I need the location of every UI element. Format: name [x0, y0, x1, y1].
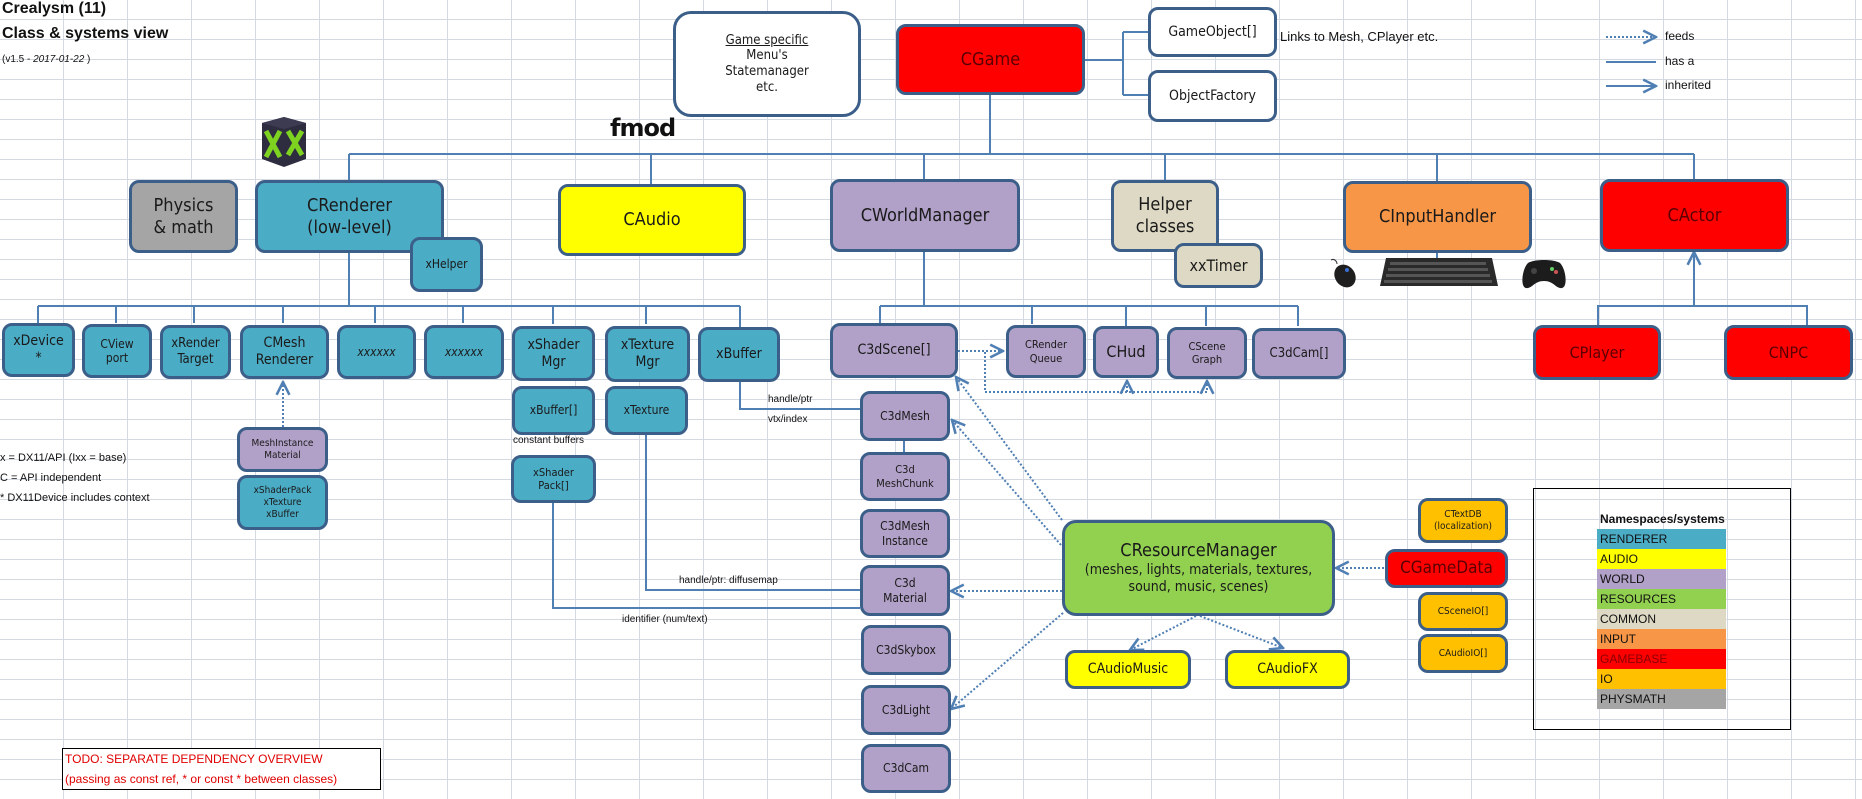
legend-item-physmath: PHYSMATH [1597, 689, 1726, 709]
edge-label-vtx-index: vtx/index [768, 414, 808, 425]
links-note: Links to Mesh, CPlayer etc. [1280, 29, 1439, 44]
objectfactory-node[interactable]: ObjectFactory [1148, 70, 1277, 122]
cresourcemanager-title: CResourceManager [1120, 540, 1277, 562]
key-feeds: feeds [1665, 29, 1695, 43]
directx-logo-icon [258, 115, 310, 169]
legend-item-gamebase: GAMEBASE [1597, 649, 1726, 669]
crenderqueue-node[interactable]: CRender Queue [1006, 325, 1086, 378]
todo-line-2: (passing as const ref, * or const * betw… [65, 772, 338, 786]
cresourcemanager-node[interactable]: CResourceManager (meshes, lights, materi… [1062, 520, 1335, 616]
edge-label-handle-diffuse: handle/ptr: diffusemap [679, 575, 778, 586]
c3dcam-array-node[interactable]: C3dCam[] [1252, 328, 1346, 379]
keyboard-icon [1378, 256, 1500, 293]
gameobject-node[interactable]: GameObject[] [1148, 7, 1277, 57]
cgamedata-node[interactable]: CGameData [1385, 549, 1508, 588]
cworldmanager-node[interactable]: CWorldManager [830, 179, 1020, 252]
legend-item-resources: RESOURCES [1597, 589, 1726, 609]
cinputhandler-node[interactable]: CInputHandler [1343, 181, 1532, 253]
constant-buffers-label: constant buffers [513, 435, 584, 446]
legend-title: Namespaces/systems [1600, 512, 1725, 526]
world-column-c3dmeshchunk[interactable]: C3d MeshChunk [860, 452, 950, 501]
cplayer-node[interactable]: CPlayer [1533, 325, 1661, 380]
renderer-child-xbuffer[interactable]: xBuffer [698, 327, 780, 382]
key-inherited: inherited [1665, 78, 1712, 92]
world-column-c3dmesh[interactable]: C3dMesh [860, 391, 950, 441]
legend-item-audio: AUDIO [1597, 549, 1726, 569]
xtexture-node[interactable]: xTexture [605, 386, 688, 435]
renderer-child-xrendertarget[interactable]: xRender Target [160, 325, 231, 379]
gamepad-icon [1520, 257, 1568, 296]
caudiofx-node[interactable]: CAudioFX [1225, 650, 1350, 689]
cnpc-node[interactable]: CNPC [1724, 325, 1853, 380]
world-column-c3dcam[interactable]: C3dCam [861, 744, 951, 793]
renderer-child-xshadermgr[interactable]: xShader Mgr [512, 326, 595, 381]
chud-node[interactable]: CHud [1093, 326, 1159, 378]
cgame-node[interactable]: CGame [896, 24, 1085, 95]
legend-item-world: WORLD [1597, 569, 1726, 589]
document-title: Crealysm (11) [2, 0, 107, 17]
meshinstance-material-node[interactable]: MeshInstance Material [237, 427, 328, 472]
edge-label-identifier: identifier (num/text) [622, 614, 708, 625]
renderer-child-cmeshrenderer[interactable]: CMesh Renderer [240, 325, 329, 379]
game-specific-lines: Menu's Statemanager etc. [725, 48, 809, 95]
game-specific-box[interactable]: Game specific Menu's Statemanager etc. [673, 11, 861, 117]
world-column-c3dskybox[interactable]: C3dSkybox [861, 625, 951, 675]
cscenegraph-node[interactable]: CScene Graph [1167, 327, 1247, 379]
legend-item-io: IO [1597, 669, 1726, 689]
version-prefix: (v1.5 - [2, 54, 34, 65]
fmod-logo-icon: fmod [610, 114, 676, 142]
renderer-child-xtexturemgr[interactable]: xTexture Mgr [605, 326, 690, 382]
world-column-c3dmeshinstance[interactable]: C3dMesh Instance [860, 509, 950, 558]
todo-note: TODO: SEPARATE DEPENDENCY OVERVIEW (pass… [62, 748, 381, 790]
csceneio-node[interactable]: CSceneIO[] [1418, 592, 1508, 631]
legend-item-common: COMMON [1597, 609, 1726, 629]
caudiomusic-node[interactable]: CAudioMusic [1065, 650, 1191, 689]
renderer-child-cviewport[interactable]: CView port [82, 324, 152, 378]
caudioio-node[interactable]: CAudioIO[] [1418, 634, 1508, 673]
mouse-icon [1327, 256, 1361, 295]
edge-label-handle-ptr: handle/ptr [768, 394, 813, 405]
c3dscene-node[interactable]: C3dScene[] [830, 323, 958, 378]
renderer-child-placeholder-1[interactable]: xxxxxx [337, 325, 416, 379]
world-column-c3dlight[interactable]: C3dLight [861, 685, 951, 735]
version-date: 2017-01-22 [33, 54, 85, 65]
helper-classes-node[interactable]: Helper classes [1111, 180, 1219, 252]
shaderpack-group-node[interactable]: xShaderPack xTexture xBuffer [237, 475, 328, 530]
cresourcemanager-desc: (meshes, lights, materials, textures, so… [1084, 562, 1313, 595]
note-x-prefix: x = DX11/API (Ixx = base) [0, 452, 127, 464]
caudio-node[interactable]: CAudio [558, 184, 746, 256]
note-c-prefix: C = API independent [0, 472, 102, 484]
note-dx11device: * DX11Device includes context [0, 492, 150, 504]
xxtimer-node[interactable]: xxTimer [1174, 243, 1263, 288]
version-suffix: ) [84, 54, 91, 65]
legend-item-renderer: RENDERER [1597, 529, 1726, 549]
ctextdb-node[interactable]: CTextDB (localization) [1418, 498, 1508, 543]
game-specific-heading: Game specific [725, 32, 809, 48]
xshaderpack-node[interactable]: xShader Pack[] [511, 455, 596, 503]
xhelper-node[interactable]: xHelper [410, 237, 483, 292]
physics-math-node[interactable]: Physics & math [129, 180, 238, 253]
version-label: (v1.5 - 2017-01-22 ) [2, 54, 90, 65]
key-has-a: has a [1665, 54, 1695, 68]
renderer-child-xdevice[interactable]: xDevice * [2, 323, 75, 377]
cactor-node[interactable]: CActor [1600, 179, 1789, 252]
todo-line-1: TODO: SEPARATE DEPENDENCY OVERVIEW [65, 752, 323, 766]
legend-item-input: INPUT [1597, 629, 1726, 649]
document-subtitle: Class & systems view [2, 25, 169, 42]
xbuffer-array-node[interactable]: xBuffer[] [512, 386, 595, 435]
renderer-child-placeholder-2[interactable]: xxxxxx [424, 325, 504, 379]
namespace-legend [1533, 488, 1791, 730]
world-column-c3dmaterial[interactable]: C3d Material [860, 565, 950, 616]
